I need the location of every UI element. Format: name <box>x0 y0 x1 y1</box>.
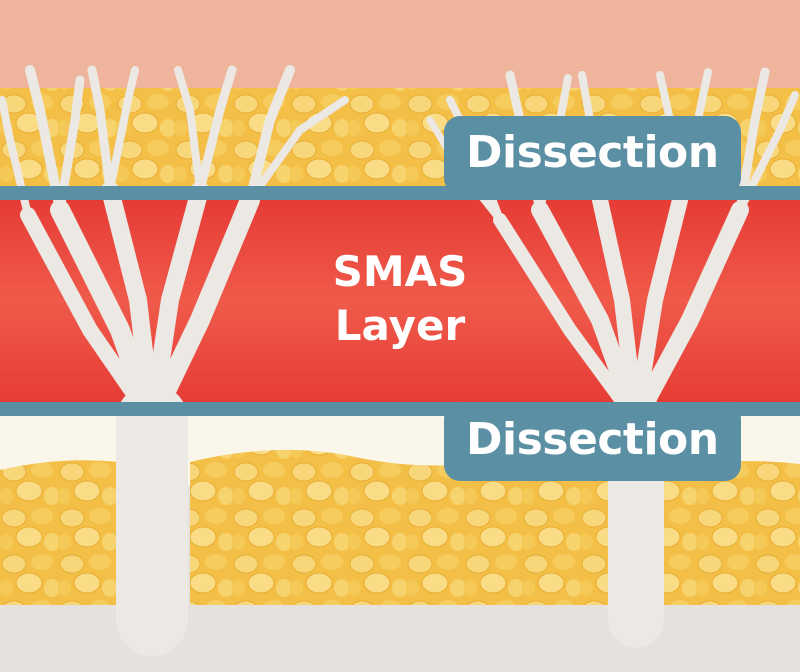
smas-label-line2: Layer <box>334 301 466 350</box>
smas-layer-label: SMAS Layer <box>280 245 520 353</box>
smas-label-line1: SMAS <box>332 247 468 296</box>
skin-layer <box>0 0 800 88</box>
dissection-label-top: Dissection <box>444 116 741 194</box>
left-ligament-tree <box>0 65 349 656</box>
lower-fat-layer <box>0 460 120 610</box>
dissection-label-bottom: Dissection <box>444 403 741 481</box>
lower-fat-layer-right <box>660 461 800 610</box>
lower-fat-layer-middle <box>190 449 610 610</box>
